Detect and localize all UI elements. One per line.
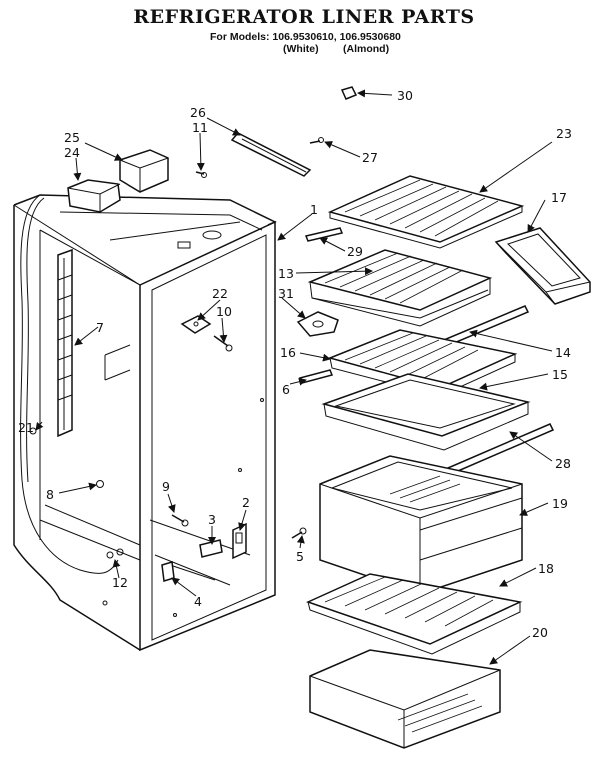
callout-6: 6	[282, 382, 290, 397]
callout-8: 8	[46, 487, 54, 502]
callout-17: 17	[551, 190, 567, 205]
callout-16: 16	[280, 345, 296, 360]
callout-15: 15	[552, 367, 568, 382]
callout-2: 2	[242, 495, 250, 510]
callout-leaders	[35, 89, 553, 665]
callout-30: 30	[397, 88, 413, 103]
diagram-title: Refrigerator Liner Parts	[133, 6, 475, 28]
callout-12: 12	[112, 575, 128, 590]
callout-28: 28	[555, 456, 571, 471]
callout-20: 20	[532, 625, 548, 640]
callout-22: 22	[212, 286, 228, 301]
callout-5: 5	[296, 549, 304, 564]
callout-14: 14	[555, 345, 571, 360]
callout-25: 25	[64, 130, 80, 145]
callout-7: 7	[96, 320, 104, 335]
callout-3: 3	[208, 512, 216, 527]
callout-23: 23	[556, 126, 572, 141]
callout-19: 19	[552, 496, 568, 511]
liner-small-parts	[29, 86, 358, 582]
models-subtitle: For Models: 106.9530610, 106.9530680	[210, 31, 401, 43]
callout-labels: 30 25 24 26 11 27 23 17 1 29 13 31 14 16…	[18, 88, 572, 640]
callout-26: 26	[190, 105, 206, 120]
shelves-and-drawers	[298, 175, 591, 749]
callout-21: 21	[18, 420, 34, 435]
variant-white-label: (White)	[283, 43, 319, 55]
callout-24: 24	[64, 145, 80, 160]
callout-10: 10	[216, 304, 232, 319]
callout-29: 29	[347, 244, 363, 259]
variant-almond-label: (Almond)	[343, 43, 390, 55]
callout-27: 27	[362, 150, 378, 165]
callout-9: 9	[162, 479, 170, 494]
liner-cabinet	[13, 194, 277, 652]
callout-18: 18	[538, 561, 554, 576]
callout-4: 4	[194, 594, 202, 609]
callout-13: 13	[278, 266, 294, 281]
callout-11: 11	[192, 120, 208, 135]
callout-1: 1	[310, 202, 318, 217]
callout-31: 31	[278, 286, 294, 301]
